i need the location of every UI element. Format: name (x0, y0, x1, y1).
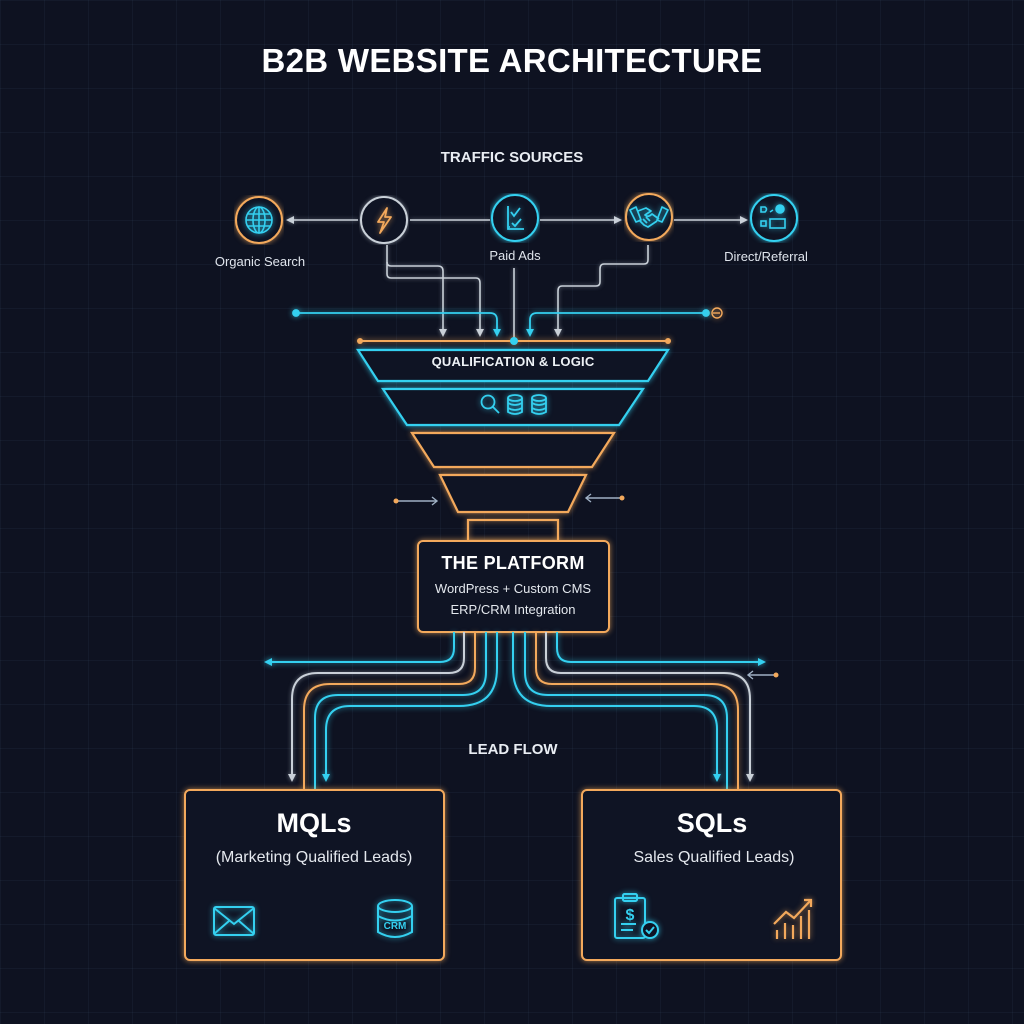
drop-lightning-b (386, 262, 484, 337)
traffic-sources-heading: TRAFFIC SOURCES (440, 149, 584, 166)
checklist-icon (491, 194, 539, 242)
label-direct-referral: Direct/Referral (724, 249, 808, 264)
crm-database-icon (377, 899, 413, 938)
page-title: B2B WEBSITE ARCHITECTURE (261, 42, 763, 79)
crm-icon-text: CRM (383, 921, 407, 932)
funnel-layer-1 (355, 348, 671, 383)
dollar-sign-glyph: $ (626, 907, 635, 924)
source-paid-ads[interactable] (490, 193, 540, 243)
globe-icon (235, 196, 283, 244)
traffic-connectors (286, 216, 748, 341)
sql-box (581, 789, 842, 961)
source-organic-search[interactable] (234, 195, 284, 245)
lead-flow-endpoints (746, 670, 779, 680)
label-paid-ads: Paid Ads (489, 248, 541, 263)
source-lightning[interactable] (359, 195, 409, 245)
lead-flow-lines (264, 632, 766, 792)
right-feed-dot (702, 309, 710, 317)
search-icon (480, 394, 500, 414)
source-direct-referral[interactable] (749, 193, 799, 243)
funnel-layer-3 (409, 431, 617, 469)
source-handshake[interactable] (624, 192, 674, 242)
mql-subtitle: (Marketing Qualified Leads) (215, 849, 413, 866)
label-organic-search: Organic Search (214, 254, 306, 269)
funnel (355, 348, 671, 543)
left-feed-dot (292, 309, 300, 317)
funnel-layer-2-icons (480, 394, 547, 415)
database-icon (507, 394, 523, 415)
database-icon (531, 394, 547, 415)
sql-title: SQLs (676, 808, 748, 838)
funnel-neck (466, 518, 560, 543)
funnel-layer-4 (438, 473, 588, 514)
platform-line-2: ERP/CRM Integration (450, 602, 576, 617)
clipboard-dollar-check-icon (614, 893, 659, 939)
funnel-layer-2 (380, 387, 646, 427)
funnel-layer-1-label: QUALIFICATION & LOGIC (431, 354, 595, 369)
funnel-side-arrows (393, 493, 625, 506)
collector-bar (357, 337, 671, 345)
right-feed-end-icon (711, 307, 723, 319)
mql-title: MQLs (276, 808, 352, 838)
lightning-icon (360, 196, 408, 244)
sql-subtitle: Sales Qualified Leads) (633, 849, 795, 866)
drop-lightning-a (386, 245, 447, 337)
right-feed-line (526, 312, 706, 337)
referral-shapes-icon (750, 194, 798, 242)
left-feed-line (296, 312, 501, 337)
handshake-icon (625, 193, 673, 241)
envelope-icon (213, 906, 255, 936)
lead-flow-heading: LEAD FLOW (468, 741, 558, 758)
drop-handshake (554, 245, 649, 337)
platform-line-1: WordPress + Custom CMS (434, 581, 592, 596)
growth-chart-icon (773, 898, 813, 939)
platform-title: THE PLATFORM (441, 553, 585, 573)
side-feeds (292, 309, 710, 337)
